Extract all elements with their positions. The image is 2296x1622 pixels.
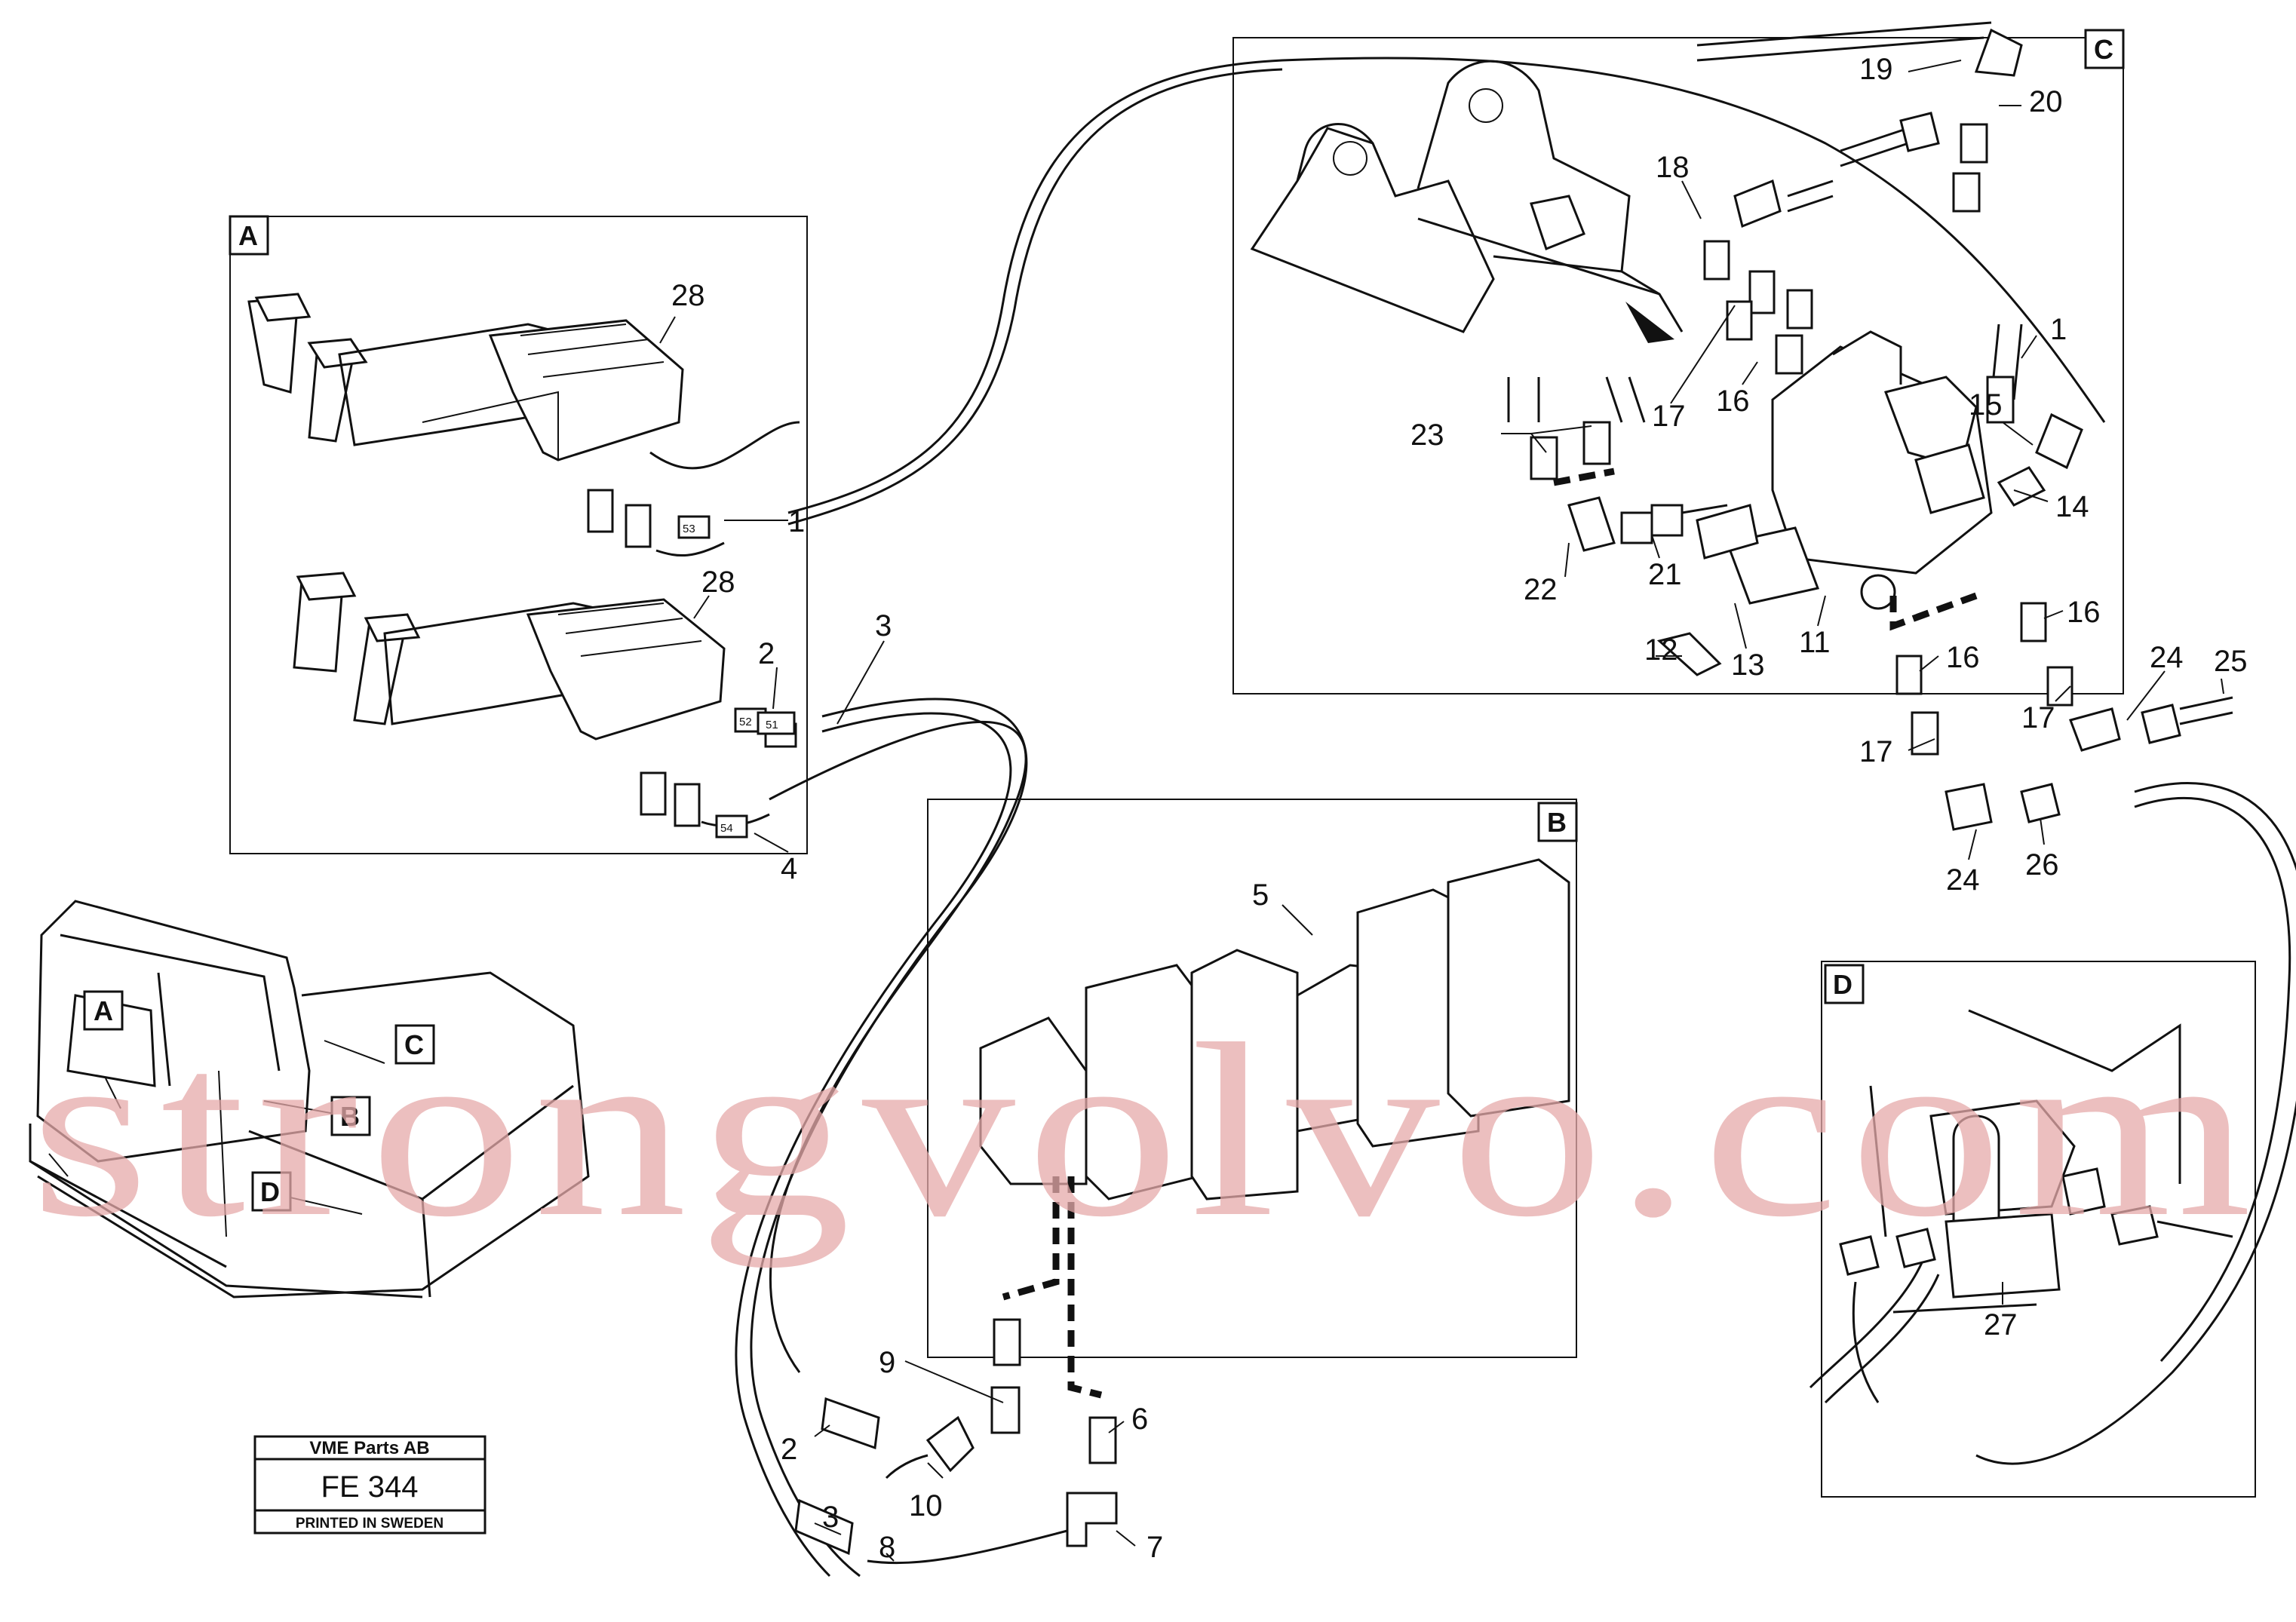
callout-9: 9 xyxy=(879,1346,895,1379)
overview-marker-d: D xyxy=(260,1176,280,1207)
panel-b-fittings xyxy=(794,1318,1118,1565)
hose-tag-53: 53 xyxy=(683,523,695,535)
overview-marker-a: A xyxy=(94,995,113,1026)
valve-bank xyxy=(979,858,1570,1399)
panel-c: C xyxy=(1232,29,2125,694)
callout-5: 5 xyxy=(1252,878,1269,912)
callout-7: 7 xyxy=(1146,1531,1163,1564)
callout-1-panel-c: 1 xyxy=(2050,313,2067,346)
panel-a-letter: A xyxy=(238,220,258,251)
pedal-unit-lower xyxy=(293,572,726,740)
attachment-bracket xyxy=(1250,60,1684,343)
callout-28-lower: 28 xyxy=(701,566,735,599)
callout-2-panel-a: 2 xyxy=(758,637,775,670)
callout-24-right: 24 xyxy=(2150,641,2184,674)
overview-marker-b: B xyxy=(340,1101,360,1132)
panel-a: A xyxy=(229,215,808,854)
callout-16-right: 16 xyxy=(2067,596,2101,629)
stamp-printed: PRINTED IN SWEDEN xyxy=(296,1516,444,1532)
callout-24-lower: 24 xyxy=(1946,863,1980,897)
stamp-code: FE 344 xyxy=(321,1470,419,1504)
callout-16-top: 16 xyxy=(1716,385,1750,418)
callout-20: 20 xyxy=(2029,85,2063,118)
pedal-unit-upper xyxy=(247,293,684,461)
panel-c-letter: C xyxy=(2094,34,2113,65)
panel-c-fittings xyxy=(1507,21,2233,831)
control-valve-main xyxy=(1696,330,1993,610)
machine-overview: A C B D xyxy=(29,900,590,1299)
callout-4: 4 xyxy=(781,852,797,885)
callout-2-panel-b: 2 xyxy=(781,1433,797,1466)
panel-b-letter: B xyxy=(1547,807,1567,838)
callout-23: 23 xyxy=(1410,419,1444,452)
hose-runs xyxy=(735,57,2296,1578)
callout-13: 13 xyxy=(1731,648,1765,682)
panel-d-letter: D xyxy=(1833,969,1852,1000)
panel-a-fittings: 53 52 51 54 xyxy=(587,421,800,839)
panel-d: D xyxy=(1821,961,2256,1498)
callout-17-top: 17 xyxy=(1652,400,1686,433)
callout-26: 26 xyxy=(2025,848,2059,882)
callout-leaders xyxy=(659,60,2224,1562)
callout-numbers: 28 1 28 2 3 4 19 20 18 1 15 17 16 23 14 … xyxy=(671,53,2248,1564)
callout-11: 11 xyxy=(1799,626,1831,659)
hose-tag-52: 52 xyxy=(739,716,752,728)
callout-19: 19 xyxy=(1859,53,1893,86)
callout-16-mid: 16 xyxy=(1946,641,1980,674)
callout-17-lower: 17 xyxy=(1859,735,1893,768)
callout-17-right: 17 xyxy=(2021,701,2055,734)
callout-28-upper: 28 xyxy=(671,279,705,312)
callout-14: 14 xyxy=(2055,490,2089,523)
callout-27: 27 xyxy=(1984,1308,2018,1341)
callout-8: 8 xyxy=(879,1531,895,1564)
panel-d-assembly xyxy=(1839,1009,2233,1403)
callout-1-panel-a: 1 xyxy=(788,505,805,538)
callout-25: 25 xyxy=(2214,645,2248,678)
stamp-company: VME Parts AB xyxy=(309,1438,429,1458)
title-stamp: VME Parts AB FE 344 PRINTED IN SWEDEN xyxy=(253,1435,487,1535)
callout-10: 10 xyxy=(909,1489,943,1522)
panel-b: B xyxy=(927,799,1578,1358)
hose-tag-51: 51 xyxy=(766,719,778,731)
hose-tag-54: 54 xyxy=(720,822,733,835)
callout-18: 18 xyxy=(1656,151,1690,184)
overview-marker-c: C xyxy=(404,1029,424,1060)
callout-15: 15 xyxy=(1969,388,2003,422)
callout-21: 21 xyxy=(1648,558,1682,591)
callout-3-panel-a: 3 xyxy=(875,609,892,642)
callout-3-panel-b: 3 xyxy=(822,1501,839,1534)
watermark: strongvolvo.com xyxy=(30,993,2263,1268)
callout-6: 6 xyxy=(1131,1403,1148,1436)
callout-12: 12 xyxy=(1644,633,1678,667)
callout-22: 22 xyxy=(1524,573,1558,606)
